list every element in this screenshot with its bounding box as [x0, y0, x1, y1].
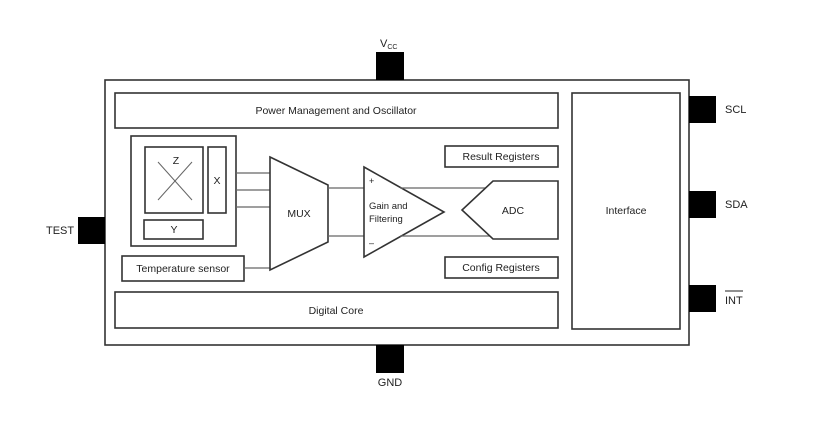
sensor-z-cross-b [157, 161, 193, 201]
sensor-x-block [207, 146, 227, 214]
pin-test [78, 217, 105, 244]
pin-label-gnd: GND [378, 377, 403, 389]
gain-filtering-label-2: Filtering [369, 214, 403, 225]
amp-minus-label: – [369, 238, 374, 248]
mux-label: MUX [287, 208, 310, 220]
adc-label: ADC [502, 205, 525, 217]
result-registers-label: Result Registers [462, 151, 539, 163]
interface-block [571, 92, 681, 330]
pin-label-vcc: VCC [380, 38, 397, 51]
result-registers-block [444, 145, 559, 168]
pin-label-scl: SCL [725, 104, 746, 116]
mux-block [269, 155, 329, 272]
config-registers-block [444, 256, 559, 279]
temperature-sensor-block [121, 255, 245, 282]
sensor-x-label: X [213, 175, 220, 187]
interface-label: Interface [606, 205, 647, 217]
sensor-z-label: Z [173, 155, 180, 167]
amp-plus-label: + [369, 176, 374, 186]
pin-label-int: INT [725, 295, 743, 307]
pin-int [689, 285, 716, 312]
config-registers-label: Config Registers [462, 262, 540, 274]
pin-scl [689, 96, 716, 123]
pin-sda [689, 191, 716, 218]
gain-filtering-block [363, 165, 446, 259]
digital-core-block [114, 291, 559, 329]
sensor-y-label: Y [170, 224, 177, 236]
temperature-sensor-label: Temperature sensor [136, 263, 230, 275]
sensor-y-block [143, 219, 204, 240]
pin-label-test: TEST [46, 225, 74, 237]
gain-filtering-label-1: Gain and [369, 201, 408, 212]
pin-vcc [376, 52, 404, 80]
power-management-block [114, 92, 559, 129]
adc-block [460, 180, 559, 240]
power-management-label: Power Management and Oscillator [255, 105, 417, 117]
pin-label-sda: SDA [725, 199, 748, 211]
pin-gnd [376, 345, 404, 373]
digital-core-label: Digital Core [309, 305, 364, 317]
